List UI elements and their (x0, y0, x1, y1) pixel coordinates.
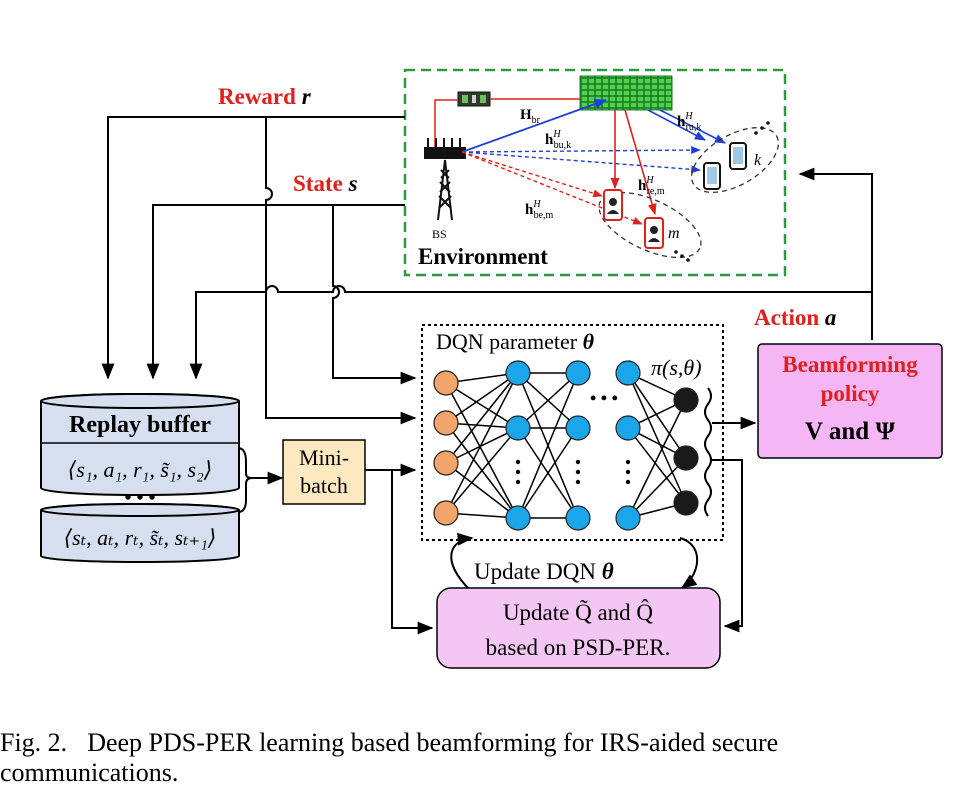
nn-edge (445, 372, 519, 424)
output-wave (704, 387, 712, 517)
beamforming-policy-box: Beamforming policy V and Ψ (757, 343, 943, 459)
link-h-re-2 (624, 109, 657, 216)
minibatch-label-2: batch (300, 473, 348, 498)
user-phone-icon (703, 142, 747, 190)
nn-edge (445, 382, 519, 519)
nn-edge (627, 372, 687, 459)
hidden-node-l2 (565, 505, 591, 531)
link-h-be-1 (461, 151, 603, 198)
nn-edge (445, 462, 519, 519)
environment-label: Environment (418, 244, 548, 269)
output-node (673, 490, 699, 516)
hidden-ellipsis-top: • • • (590, 388, 618, 408)
nn-edge (627, 372, 687, 504)
nn-edge (445, 372, 519, 514)
hidden-node-l3 (615, 505, 641, 531)
irs-controller-icon (457, 91, 491, 107)
hidden-node-l1 (505, 360, 531, 386)
nn-edge (517, 427, 579, 519)
figure-caption: Fig. 2. Deep PDS-PER learning based beamf… (0, 728, 977, 788)
policy-output-label: π(s,θ) (651, 355, 702, 380)
caption-text-continued: communications. (0, 758, 179, 787)
legit-user-group (690, 127, 780, 193)
input-node (433, 370, 459, 396)
dqn-network: DQN parameter θ π(s,θ) • • • (421, 324, 724, 541)
nn-nodes (433, 360, 699, 531)
nn-edge (445, 427, 519, 514)
link-h-bu-1 (461, 146, 701, 154)
hidden-vertical-ellipsis (515, 459, 631, 485)
output-node (673, 445, 699, 471)
replay-buffer: Replay buffer ⟨s₁, a₁, r₁, s̃₁, s₂⟩ • • … (40, 393, 240, 563)
eve-m-label: m (668, 225, 680, 242)
nn-edge (445, 382, 519, 429)
link-h-ru-2 (659, 109, 726, 144)
h-br-label: Hbr (520, 107, 541, 126)
caption-text: Deep PDS-PER learning based beamforming … (87, 728, 779, 757)
nn-edge (627, 457, 687, 519)
eavesdropper-phone-icon (603, 189, 664, 249)
nn-edges (445, 372, 687, 519)
update-q-line-2: based on PSD-PER. (486, 635, 671, 660)
minibatch-label-1: Mini- (299, 445, 349, 470)
nn-edge (627, 399, 687, 519)
flow-lines (101, 116, 873, 635)
dqn-parameter-label: DQN parameter θ (436, 329, 595, 354)
nn-edge (627, 427, 687, 504)
nn-edge (445, 427, 519, 464)
hidden-node-l2 (565, 415, 591, 441)
beamforming-vars: V and Ψ (805, 418, 895, 445)
minibatch-box: Mini- batch (282, 439, 366, 505)
link-h-br (461, 99, 608, 153)
update-q-box: Update Q̃ and Q̂ based on PSD-PER. (436, 587, 721, 669)
state-label: State s (293, 171, 358, 196)
input-node (433, 450, 459, 476)
input-node (433, 410, 459, 436)
hidden-node-l3 (615, 415, 641, 441)
nn-edge (517, 372, 579, 429)
reward-label: Reward r (218, 84, 312, 109)
output-node (673, 387, 699, 413)
beamforming-title-2: policy (821, 381, 880, 406)
hidden-node-l1 (505, 415, 531, 441)
update-q-line-1: Update Q̃ and Q̂ (503, 598, 653, 625)
base-station-icon (424, 138, 466, 221)
bs-label: BS (432, 227, 447, 241)
update-dqn-label: Update DQN θ (474, 559, 614, 584)
beamforming-title-1: Beamforming (782, 352, 918, 377)
buffer-tuple-first: ⟨s₁, a₁, r₁, s̃₁, s₂⟩ (68, 457, 213, 482)
caption-label: Fig. 2. (0, 728, 68, 757)
hidden-node-l2 (565, 360, 591, 386)
hidden-node-l3 (615, 360, 641, 386)
input-node (433, 500, 459, 526)
user-k-label: k (754, 152, 762, 169)
link-h-bu-2 (461, 151, 701, 174)
link-h-ru-1 (647, 109, 706, 141)
replay-buffer-title: Replay buffer (69, 412, 211, 438)
action-label: Action a (754, 305, 836, 330)
nn-edge (445, 372, 519, 464)
eavesdropper-group (598, 191, 702, 259)
nn-edge (517, 372, 579, 519)
hidden-node-l1 (505, 505, 531, 531)
buffer-tuple-last: ⟨sₜ, aₜ, rₜ, s̃ₜ, sₜ₊₁⟩ (64, 525, 217, 550)
environment-panel: BS k (403, 68, 787, 277)
